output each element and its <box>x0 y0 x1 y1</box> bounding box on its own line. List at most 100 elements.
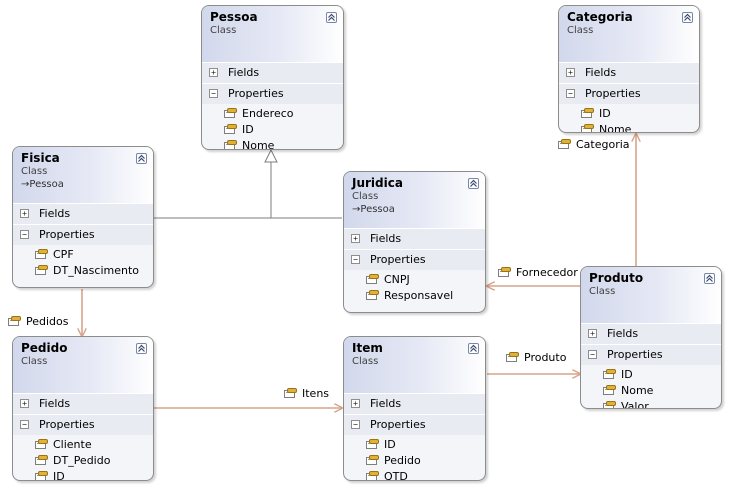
property-item[interactable]: Nome <box>202 138 343 149</box>
property-item[interactable]: Valor <box>581 399 721 409</box>
double-chevron-up-icon[interactable] <box>136 343 147 354</box>
inheritance-lines <box>152 148 342 219</box>
property-item[interactable]: ID <box>13 469 153 480</box>
association-name: Fornecedor <box>516 266 578 279</box>
minus-box-icon[interactable]: − <box>20 230 29 239</box>
property-icon <box>284 388 297 399</box>
class-name: Item <box>352 341 383 355</box>
double-chevron-up-icon[interactable] <box>704 273 715 284</box>
arrow-right-icon: → <box>21 179 30 190</box>
property-name: Pedido <box>384 454 421 467</box>
double-chevron-up-icon[interactable] <box>468 178 479 189</box>
association-label-itens[interactable]: Itens <box>284 386 330 402</box>
properties-section[interactable]: −Properties <box>13 224 153 245</box>
minus-box-icon[interactable]: − <box>20 420 29 429</box>
properties-section[interactable]: − Properties <box>344 249 485 270</box>
property-list: CNPJ Responsavel <box>344 270 485 308</box>
association-label-categoria[interactable]: Categoria <box>558 137 630 153</box>
base-class-name: Pessoa <box>360 204 395 215</box>
minus-box-icon[interactable]: − <box>351 420 360 429</box>
property-name: CNPJ <box>384 273 410 286</box>
minus-box-icon[interactable]: − <box>351 255 360 264</box>
property-item[interactable]: Nome <box>559 122 699 132</box>
double-chevron-up-icon[interactable] <box>136 153 147 164</box>
minus-box-icon[interactable]: − <box>588 350 597 359</box>
property-name: ID <box>621 368 633 381</box>
property-item[interactable]: QTD <box>344 469 485 481</box>
fields-section[interactable]: +Fields <box>581 323 721 344</box>
property-item[interactable]: Pedido <box>344 453 485 469</box>
property-name: QTD <box>384 470 408 481</box>
fields-section[interactable]: +Fields <box>559 62 699 83</box>
property-item[interactable]: DT_Pedido <box>13 453 153 469</box>
property-icon <box>506 352 519 363</box>
property-name: DT_Pedido <box>53 454 111 467</box>
double-chevron-up-icon[interactable] <box>326 12 337 23</box>
plus-box-icon[interactable]: + <box>20 209 29 218</box>
fields-section[interactable]: +Fields <box>344 393 485 414</box>
properties-section[interactable]: −Properties <box>202 83 343 104</box>
class-name: Categoria <box>567 10 633 24</box>
association-label-pedidos[interactable]: Pedidos <box>8 314 69 330</box>
fields-section[interactable]: +Fields <box>202 62 343 83</box>
plus-box-icon[interactable]: + <box>566 68 575 77</box>
minus-box-icon[interactable]: − <box>566 89 575 98</box>
property-item[interactable]: ID <box>202 122 343 138</box>
inheritance-arrowhead <box>264 148 278 163</box>
property-item[interactable]: ID <box>344 437 485 453</box>
properties-label: Properties <box>585 87 641 100</box>
arrow-right-icon: → <box>352 204 361 215</box>
plus-box-icon[interactable]: + <box>351 234 360 243</box>
property-item[interactable]: Nome <box>581 383 721 399</box>
fields-label: Fields <box>370 232 402 245</box>
fields-label: Fields <box>39 207 71 220</box>
fields-section[interactable]: + Fields <box>13 203 153 224</box>
double-chevron-up-icon[interactable] <box>468 343 479 354</box>
property-item[interactable]: Responsavel <box>344 288 485 304</box>
association-name: Produto <box>524 351 567 364</box>
property-item[interactable]: CPF <box>13 247 153 263</box>
property-item[interactable]: ID <box>559 106 699 122</box>
property-item[interactable]: ID <box>581 367 721 383</box>
property-name: Valor <box>621 400 649 409</box>
minus-box-icon[interactable]: − <box>209 89 218 98</box>
plus-box-icon[interactable]: + <box>20 399 29 408</box>
properties-section[interactable]: −Properties <box>13 414 153 435</box>
plus-box-icon[interactable]: + <box>588 329 597 338</box>
plus-box-icon[interactable]: + <box>351 399 360 408</box>
property-item[interactable]: DT_Nascimento <box>13 263 153 279</box>
property-item[interactable]: Cliente <box>13 437 153 453</box>
association-name: Itens <box>302 387 330 400</box>
property-icon <box>8 316 21 327</box>
class-kind: Class <box>21 166 48 177</box>
property-item[interactable]: CNPJ <box>344 272 485 288</box>
fields-section[interactable]: +Fields <box>13 393 153 414</box>
class-kind: Class <box>589 286 616 297</box>
properties-label: Properties <box>370 253 426 266</box>
association-label-produto[interactable]: Produto <box>506 350 567 366</box>
properties-section[interactable]: −Properties <box>581 344 721 365</box>
properties-section[interactable]: −Properties <box>344 414 485 435</box>
fields-section[interactable]: + Fields <box>344 228 485 249</box>
property-item[interactable]: Endereco <box>202 106 343 122</box>
double-chevron-up-icon[interactable] <box>682 12 693 23</box>
association-label-fornecedor[interactable]: Fornecedor <box>498 265 578 281</box>
base-class-name: Pessoa <box>29 179 64 190</box>
properties-section[interactable]: − Properties <box>559 83 699 104</box>
class-kind: Class <box>21 356 48 367</box>
plus-box-icon[interactable]: + <box>209 68 218 77</box>
